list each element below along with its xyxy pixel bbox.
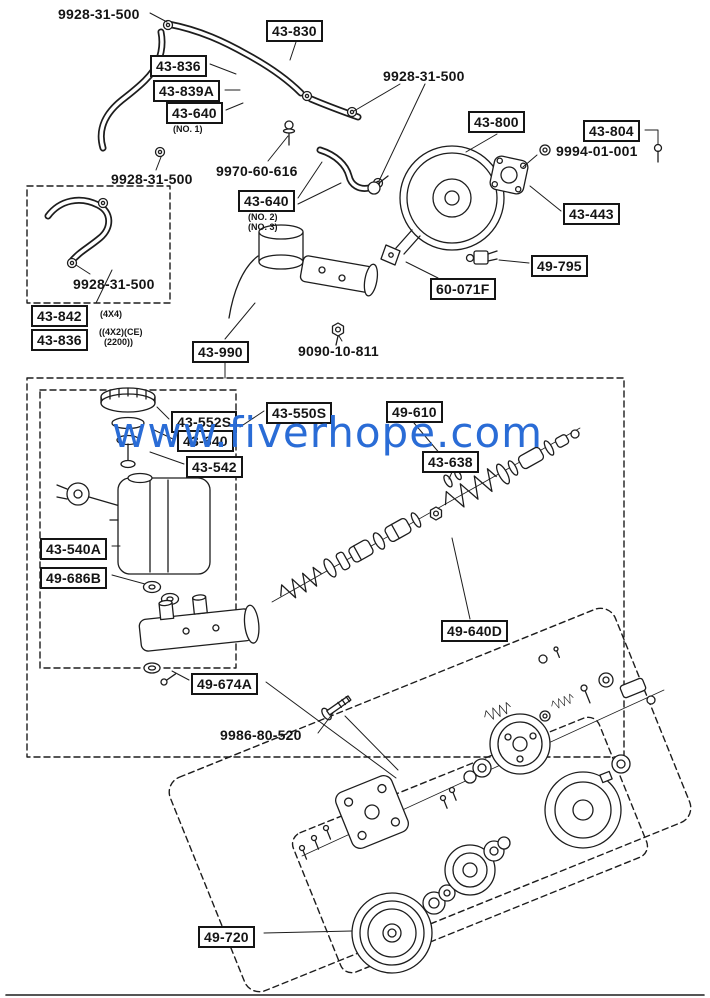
part-number-label: 43-830: [266, 20, 323, 42]
note-label: (NO. 2): [248, 212, 278, 222]
part-number-label: 60-071F: [430, 278, 496, 300]
part-number-label: 43-640: [238, 190, 295, 212]
part-number-label: 49-640D: [441, 620, 509, 642]
part-number-label: 43-836: [150, 55, 207, 77]
fluid-level-sensor-drawing: [56, 482, 121, 507]
part-number-label: 43-443: [563, 203, 620, 225]
part-number-label: 9970-60-616: [216, 163, 298, 179]
part-number-label: 9986-80-520: [220, 727, 302, 743]
part-number-label: 49-674A: [191, 673, 259, 695]
cylinder-small-parts-drawing: [143, 662, 177, 686]
part-number-label: 43-839A: [153, 80, 221, 102]
pushrod-assembly-drawing: [444, 429, 580, 508]
note-label: ((4X2)(CE): [99, 327, 143, 337]
part-number-label: 43-836: [31, 329, 88, 351]
stop-switch-drawing: [465, 250, 498, 265]
part-number-label: 43-638: [422, 451, 479, 473]
part-number-label: 49-686B: [40, 567, 108, 589]
part-number-label: 9928-31-500: [73, 276, 155, 292]
part-number-label: 9090-10-811: [298, 343, 379, 359]
part-number-label: 43-542: [186, 456, 243, 478]
piston-kit-row-drawing: [271, 427, 581, 603]
part-number-label: 43-842: [31, 305, 88, 327]
part-number-label: 43-540A: [40, 538, 108, 560]
watermark: www.fiverhope.com: [112, 408, 544, 457]
bolt-9970-drawing: [282, 120, 296, 146]
compressor-clutch-drawing: [298, 646, 665, 974]
part-number-label: 43-550S: [266, 402, 333, 424]
screw-9986-drawing: [321, 695, 352, 721]
note-label: (NO. 3): [248, 222, 278, 232]
bolt-9090-drawing: [331, 322, 345, 346]
part-number-label: 9928-31-500: [111, 171, 193, 187]
part-number-label: 9928-31-500: [383, 68, 465, 84]
part-number-label: 49-795: [531, 255, 588, 277]
part-number-label: 9994-01-001: [556, 143, 638, 159]
reservoir-tank-drawing: [109, 472, 211, 575]
reservoir-cap-drawing: [100, 387, 156, 469]
vacuum-hoses-drawing: [44, 20, 373, 266]
part-number-label: 49-610: [386, 401, 443, 423]
brake-booster-drawing: [395, 145, 513, 255]
part-number-label: 43-804: [583, 120, 640, 142]
part-number-label: 49-720: [198, 926, 255, 948]
dashed-group-boxes: [26, 185, 692, 993]
check-valve-drawing: [367, 175, 389, 195]
part-number-label: 43-640: [177, 430, 234, 452]
note-label: (4X4): [100, 309, 123, 319]
part-number-label: 43-990: [192, 341, 249, 363]
part-number-label: 43-800: [468, 111, 525, 133]
booster-gasket-drawing: [489, 155, 529, 195]
master-cylinder-body-drawing: [138, 594, 260, 652]
part-number-label: 9928-31-500: [58, 6, 140, 22]
bracket-drawing: [380, 244, 401, 266]
part-number-label: 43-640: [166, 102, 223, 124]
nut-9994-icon: [539, 144, 551, 156]
note-label: (NO. 1): [173, 124, 203, 134]
master-cylinder-assembled-drawing: [228, 224, 379, 319]
note-label: (2200)): [104, 337, 134, 347]
